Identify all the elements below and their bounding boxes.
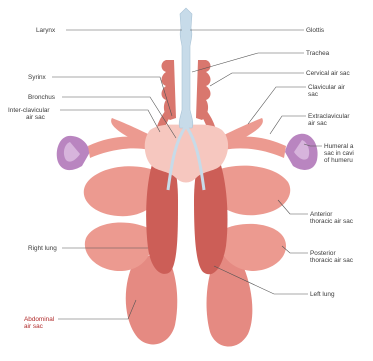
label-abdominal-line2: air sac (24, 323, 43, 330)
posterior-thoracic-air-sacs (85, 223, 286, 271)
leader-extraclavicular (270, 116, 306, 134)
label-bronchus: Bronchus (28, 94, 55, 101)
label-clavicular-line2: sac (308, 91, 318, 98)
leader-inter-clavicular (60, 110, 160, 132)
right-cervical-sac-shape (162, 60, 177, 120)
label-right-lung: Right lung (28, 245, 57, 252)
label-left-lung: Left lung (310, 291, 335, 298)
label-anterior-thoracic-line2: thoracic air sac (310, 218, 353, 225)
label-humeral-line3: of humeru (324, 157, 353, 164)
label-trachea: Trachea (306, 50, 329, 57)
label-cervical-air-sac: Cervical air sac (306, 70, 350, 77)
abdominal-air-sacs (126, 256, 253, 347)
trachea-shape (179, 8, 193, 128)
label-syrinx: Syrinx (28, 74, 46, 81)
label-inter-clavicular-line2: air sac (26, 114, 45, 121)
label-larynx: Larynx (36, 27, 55, 34)
leader-cervical (210, 73, 304, 86)
label-posterior-thoracic-line2: thoracic air sac (310, 257, 353, 264)
label-extraclavicular-line2: air sac (308, 120, 327, 127)
leader-abdominal (58, 300, 136, 319)
label-glottis: Glottis (306, 27, 324, 34)
leader-clavicular (248, 87, 306, 124)
